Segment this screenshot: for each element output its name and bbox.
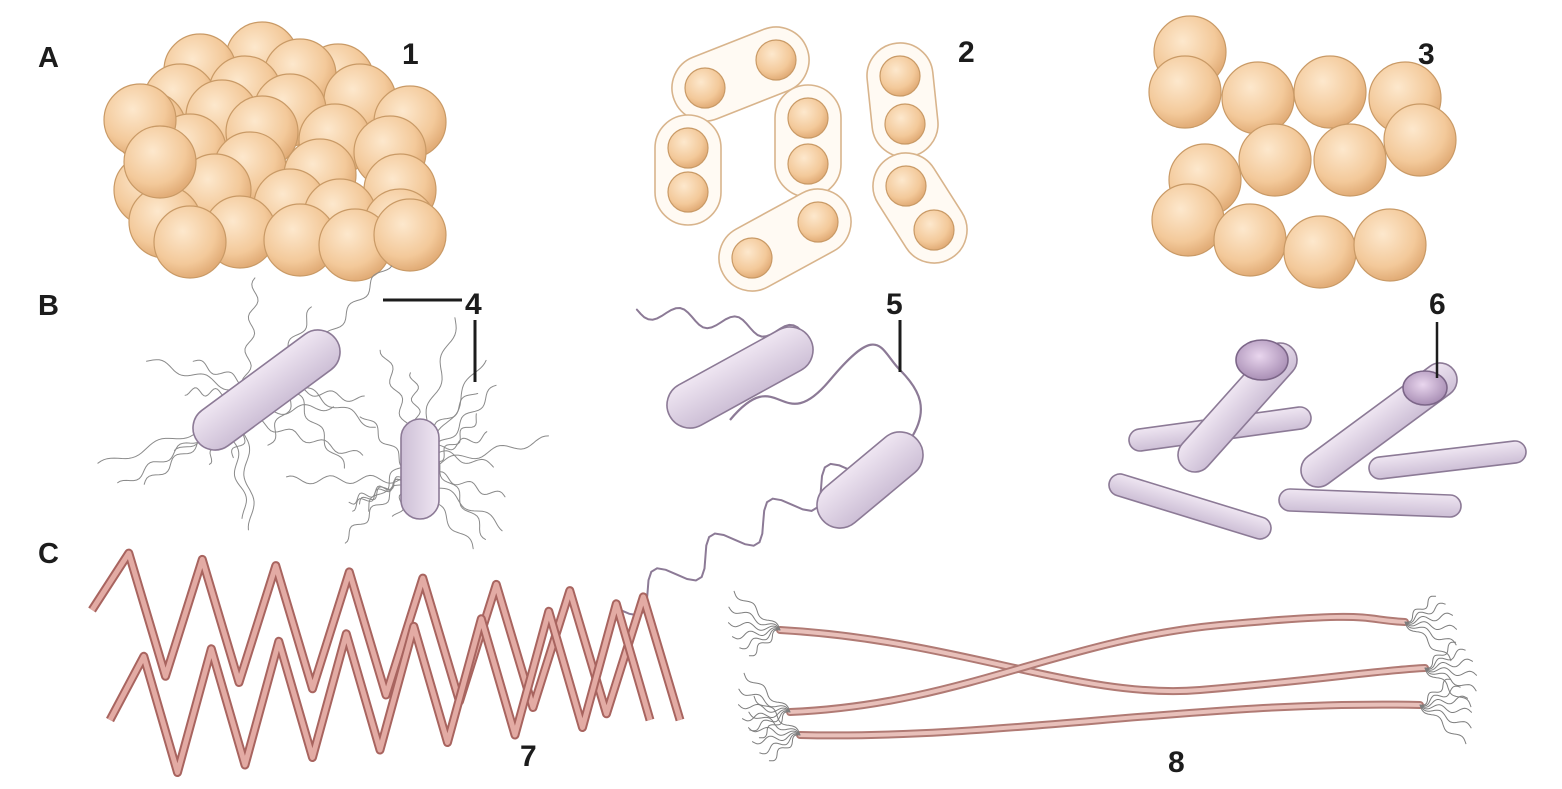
streptococci-chain (1149, 16, 1456, 288)
bacillus (659, 319, 821, 436)
spore-forming-bacilli (1106, 336, 1527, 542)
bacillus (808, 423, 933, 538)
filament-highlight (790, 617, 1405, 712)
coccus (1384, 104, 1456, 176)
row-label-a: A (38, 44, 59, 73)
coccus (668, 128, 708, 168)
spirochetes (92, 553, 680, 772)
coccus (1354, 209, 1426, 281)
row-label-c: C (38, 540, 59, 569)
monotrichous-bacilli (619, 308, 933, 615)
coccus (880, 56, 920, 96)
row-label-b: B (38, 292, 59, 321)
bacillus (1106, 471, 1273, 541)
coccus (1314, 124, 1386, 196)
figure-number-1: 1 (402, 40, 419, 70)
coccus (374, 199, 446, 271)
coccus (788, 98, 828, 138)
figure-number-5: 5 (886, 290, 903, 320)
figure-number-6: 6 (1429, 290, 1446, 320)
coccus (1152, 184, 1224, 256)
bacillus (1368, 440, 1527, 480)
coccus (1149, 56, 1221, 128)
figure-number-8: 8 (1168, 748, 1185, 778)
coccus (1239, 124, 1311, 196)
coccus (685, 68, 725, 108)
figure-number-2: 2 (958, 38, 975, 68)
holdfast-fibril (749, 630, 780, 656)
coccus (885, 104, 925, 144)
coccus (1294, 56, 1366, 128)
coccus (1284, 216, 1356, 288)
coccus (914, 210, 954, 250)
bacillus (401, 419, 439, 519)
figure-number-3: 3 (1418, 40, 1435, 70)
bacillus (1279, 489, 1462, 518)
coccus (124, 126, 196, 198)
coccus (1214, 204, 1286, 276)
coccus (756, 40, 796, 80)
staphylococci-cluster (104, 22, 446, 281)
encapsulated-diplococci (655, 17, 980, 303)
figure-number-7: 7 (520, 742, 537, 772)
filamentous-bacteria (729, 591, 1477, 761)
coccus (732, 238, 772, 278)
coccus (1222, 62, 1294, 134)
flagellum (287, 475, 421, 484)
coccus (788, 144, 828, 184)
figure-number-4: 4 (465, 290, 482, 320)
capsule (860, 140, 979, 275)
coccus (154, 206, 226, 278)
endospore (1403, 371, 1447, 405)
holdfast-fibril (1405, 596, 1436, 622)
endospore (1236, 340, 1288, 380)
coccus (798, 202, 838, 242)
holdfast-fibril (769, 735, 800, 761)
filament (790, 617, 1405, 712)
capsule (707, 177, 863, 303)
coccus (886, 166, 926, 206)
coccus (668, 172, 708, 212)
